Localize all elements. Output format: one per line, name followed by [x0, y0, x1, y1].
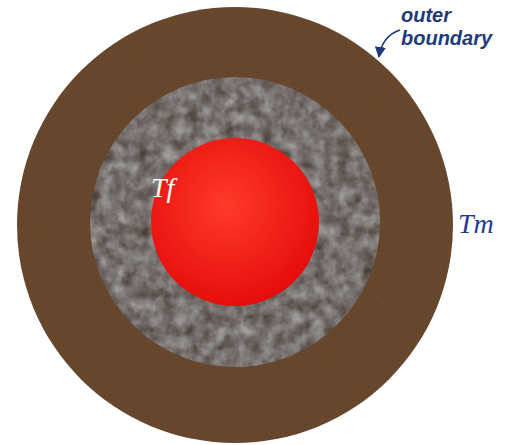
leader-arrow [379, 30, 400, 57]
red-circle [151, 138, 319, 306]
outer-soil-ring [17, 7, 453, 443]
boundary-label: outer boundary [401, 4, 521, 50]
temperature-label: Tf [151, 172, 174, 204]
temperature-label: Tm [458, 208, 494, 240]
inner-soil-ring [90, 77, 380, 367]
circle-outline [151, 138, 319, 306]
heat-source-circle: Tf [151, 138, 319, 306]
